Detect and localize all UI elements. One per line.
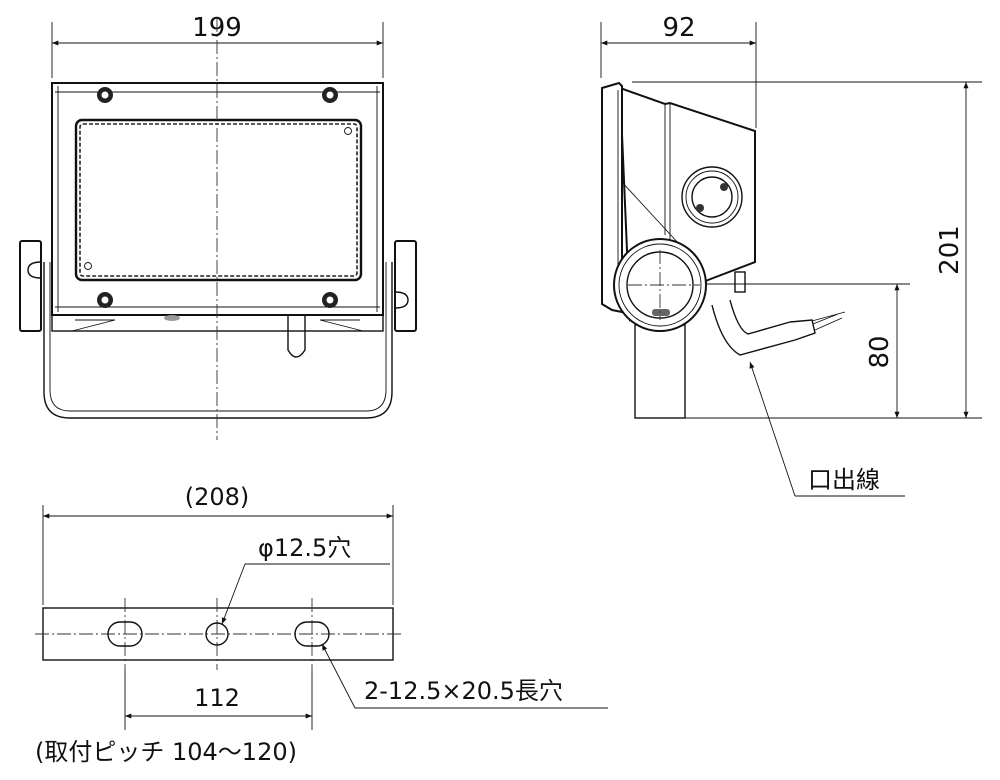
left-knob <box>19 240 42 332</box>
height-dimension-label: 201 <box>935 225 965 275</box>
screws <box>97 87 338 308</box>
pivot-height-label: 80 <box>865 335 895 368</box>
side-view: 92 201 80 口出線 <box>600 13 982 497</box>
depth-dimension-label: 92 <box>662 13 695 43</box>
slot-pitch-label: 112 <box>194 684 240 712</box>
center-hole-label: φ12.5穴 <box>258 534 351 562</box>
overall-length-label: (208) <box>185 483 250 511</box>
slot-hole-left <box>107 621 143 647</box>
cable-outlet-label: 口出線 <box>808 466 880 494</box>
slot-label: 2-12.5×20.5長穴 <box>364 677 563 705</box>
slot-hole-right <box>294 621 330 647</box>
pitch-note: (取付ピッチ 104〜120) <box>35 738 297 766</box>
front-view: 199 <box>19 13 417 440</box>
cable-gland <box>287 316 306 358</box>
center-hole <box>205 622 229 646</box>
right-knob <box>394 240 417 332</box>
light-window <box>74 118 363 282</box>
bracket-view: (208) φ12.5穴 2-12.5×20.5長穴 112 (取付ピッチ 10… <box>35 483 608 766</box>
